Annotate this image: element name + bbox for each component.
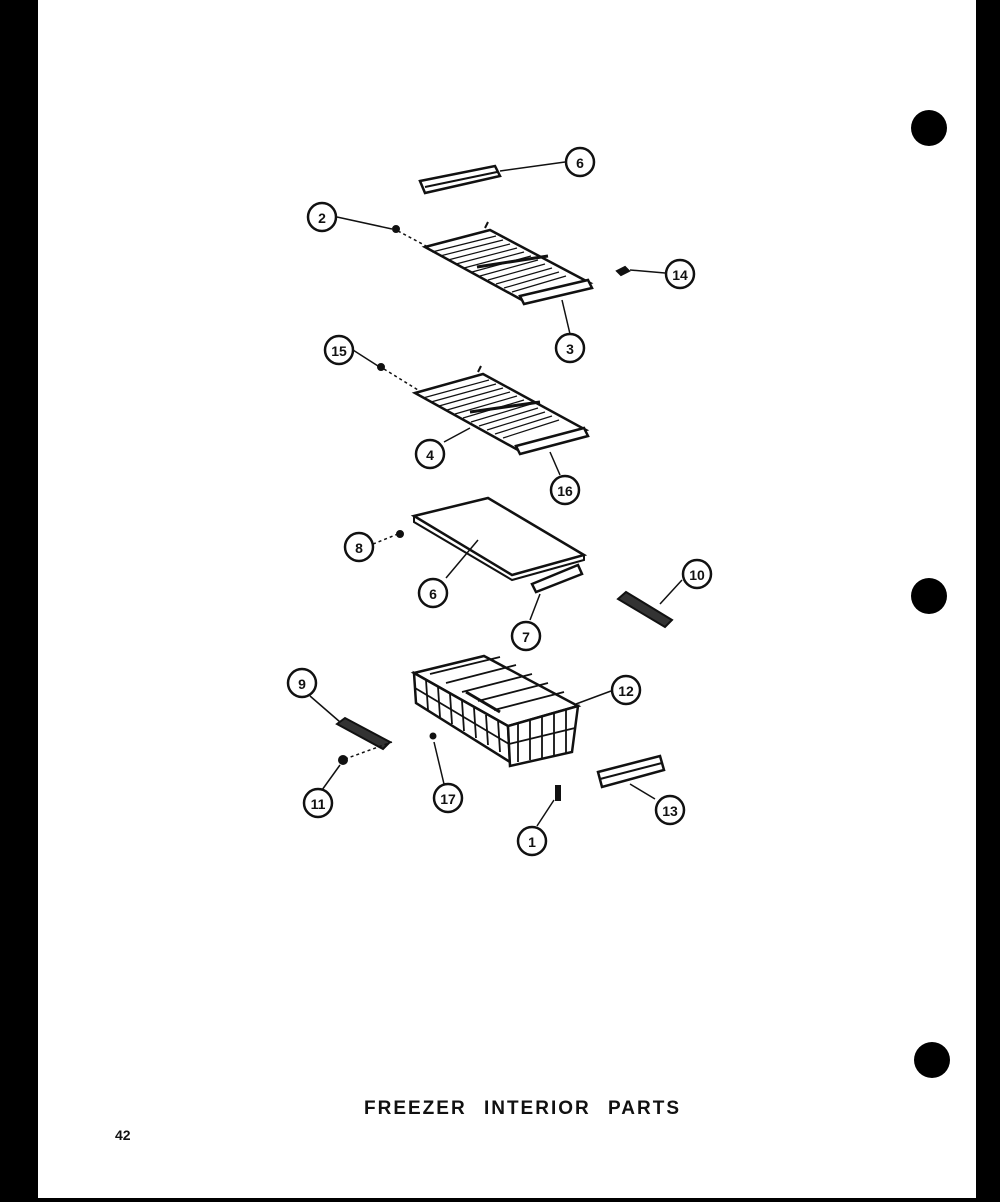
callout-2: 2 bbox=[306, 201, 338, 233]
punch-hole-top bbox=[911, 110, 947, 146]
callout-17: 17 bbox=[432, 782, 464, 814]
svg-text:12: 12 bbox=[618, 683, 634, 699]
svg-text:6: 6 bbox=[576, 155, 584, 171]
svg-text:15: 15 bbox=[331, 343, 347, 359]
punch-hole-middle bbox=[911, 578, 947, 614]
callout-3: 3 bbox=[554, 332, 586, 364]
leader-lines bbox=[309, 161, 683, 827]
part-trim-front bbox=[530, 563, 584, 594]
callout-4: 4 bbox=[414, 438, 446, 470]
part-wire-shelf-lower bbox=[411, 365, 590, 456]
callout-15: 15 bbox=[323, 334, 355, 366]
callout-8: 8 bbox=[343, 531, 375, 563]
callout-7: 7 bbox=[510, 620, 542, 652]
callout-9: 9 bbox=[286, 667, 318, 699]
svg-text:17: 17 bbox=[440, 791, 456, 807]
svg-text:7: 7 bbox=[522, 629, 530, 645]
svg-text:14: 14 bbox=[672, 267, 688, 283]
diagram-title: FREEZER INTERIOR PARTS bbox=[364, 1098, 681, 1119]
svg-text:3: 3 bbox=[566, 341, 574, 357]
svg-text:1: 1 bbox=[528, 834, 536, 850]
part-slide-rail-right bbox=[616, 590, 674, 629]
svg-text:13: 13 bbox=[662, 803, 678, 819]
page-sheet bbox=[38, 0, 976, 1198]
page-number: 42 bbox=[115, 1127, 131, 1143]
part-solid-shelf bbox=[410, 496, 588, 582]
punch-hole-bottom bbox=[914, 1042, 950, 1078]
part-slide-rail-left bbox=[335, 716, 392, 751]
callout-6-top: 6 bbox=[564, 146, 596, 178]
callout-10: 10 bbox=[681, 558, 713, 590]
callout-11: 11 bbox=[302, 787, 334, 819]
svg-text:16: 16 bbox=[557, 483, 573, 499]
svg-text:6: 6 bbox=[429, 586, 437, 602]
part-wire-shelf-upper bbox=[421, 221, 594, 306]
callout-12: 12 bbox=[610, 674, 642, 706]
callout-16: 16 bbox=[549, 474, 581, 506]
part-basket-front bbox=[596, 754, 666, 789]
part-trim-top bbox=[418, 164, 502, 195]
svg-text:4: 4 bbox=[426, 447, 434, 463]
callout-1: 1 bbox=[516, 825, 548, 857]
svg-text:10: 10 bbox=[689, 567, 705, 583]
callout-13: 13 bbox=[654, 794, 686, 826]
svg-text:8: 8 bbox=[355, 540, 363, 556]
callout-6-shelf: 6 bbox=[417, 577, 449, 609]
svg-text:11: 11 bbox=[311, 796, 326, 812]
part-wire-basket bbox=[410, 654, 582, 768]
callout-14: 14 bbox=[664, 258, 696, 290]
svg-text:9: 9 bbox=[298, 676, 306, 692]
svg-text:2: 2 bbox=[318, 210, 326, 226]
part-small-hardware bbox=[338, 225, 631, 801]
